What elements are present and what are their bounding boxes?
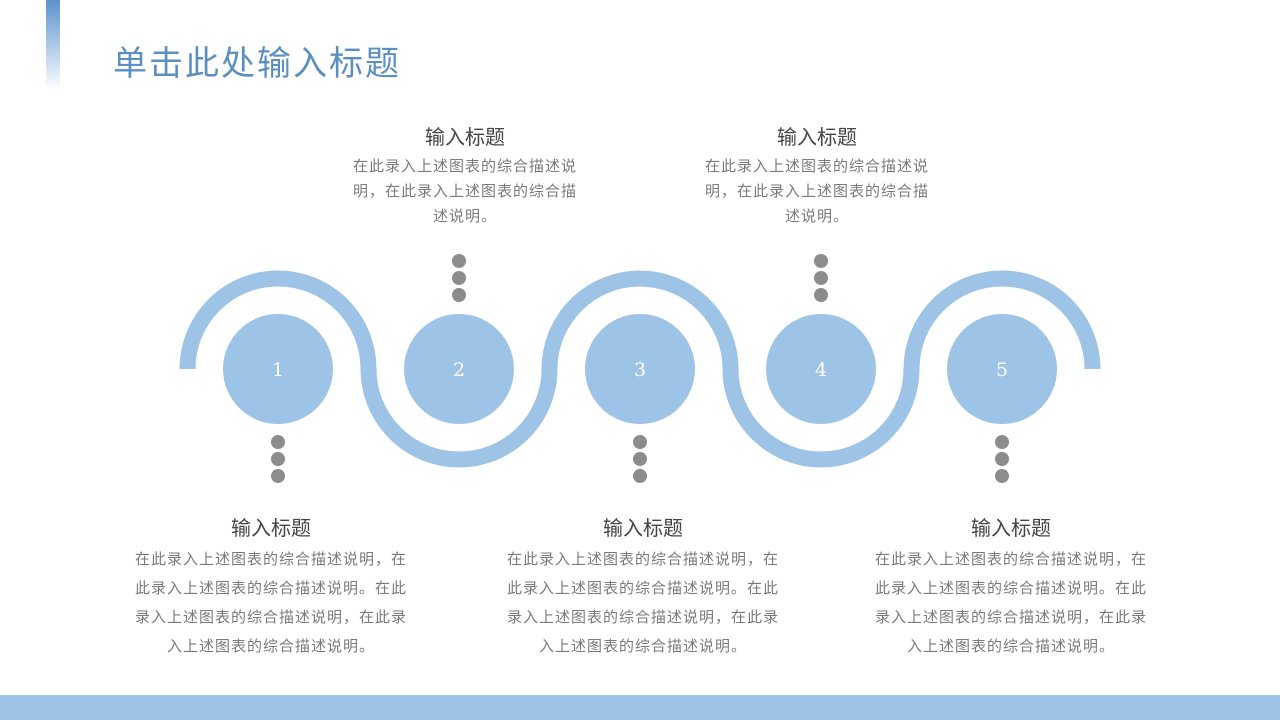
step-number: 4 <box>815 359 827 381</box>
page-title[interactable]: 单击此处输入标题 <box>113 44 401 84</box>
step-heading: 输入标题 <box>777 125 857 149</box>
connector-dot <box>995 435 1009 449</box>
connector-dot <box>814 271 828 285</box>
connector-dot <box>995 452 1009 466</box>
connector-dot <box>814 254 828 268</box>
connector-dot <box>452 288 466 302</box>
footer-bar <box>0 695 1280 720</box>
connector-dot <box>452 254 466 268</box>
step-2-text: 输入标题 在此录入上述图表的综合描述说明，在此录入上述图表的综合描述说明。 <box>352 121 578 229</box>
step-4-text: 输入标题 在此录入上述图表的综合描述说明，在此录入上述图表的综合描述说明。 <box>704 121 930 229</box>
connector-dot <box>452 271 466 285</box>
connector-dot <box>271 435 285 449</box>
step-3-text: 输入标题 在此录入上述图表的综合描述说明，在此录入上述图表的综合描述说明。在此录… <box>506 512 780 661</box>
step-heading: 输入标题 <box>603 516 683 540</box>
step-1-text: 输入标题 在此录入上述图表的综合描述说明，在此录入上述图表的综合描述说明。在此录… <box>134 512 408 661</box>
connector-dot <box>633 435 647 449</box>
step-circle-1 <box>223 314 333 424</box>
step-description: 在此录入上述图表的综合描述说明，在此录入上述图表的综合描述说明。在此录入上述图表… <box>874 550 1147 655</box>
step-description: 在此录入上述图表的综合描述说明，在此录入上述图表的综合描述说明。 <box>352 157 577 225</box>
step-circle-5 <box>947 314 1057 424</box>
accent-bar <box>46 0 60 90</box>
step-number: 3 <box>634 359 646 381</box>
step-number: 1 <box>272 359 284 381</box>
wave-line <box>179 270 1101 468</box>
connector-dot <box>633 469 647 483</box>
step-number: 2 <box>453 359 465 381</box>
connector-dot <box>814 288 828 302</box>
connector-dot <box>271 469 285 483</box>
connector-dot <box>271 452 285 466</box>
connector-dot <box>633 452 647 466</box>
step-heading: 输入标题 <box>971 516 1051 540</box>
step-circle-4 <box>766 314 876 424</box>
connector-dot <box>995 469 1009 483</box>
step-circle-3 <box>585 314 695 424</box>
step-description: 在此录入上述图表的综合描述说明，在此录入上述图表的综合描述说明。在此录入上述图表… <box>506 550 779 655</box>
step-5-text: 输入标题 在此录入上述图表的综合描述说明，在此录入上述图表的综合描述说明。在此录… <box>874 512 1148 661</box>
step-number: 5 <box>996 359 1008 381</box>
step-description: 在此录入上述图表的综合描述说明，在此录入上述图表的综合描述说明。 <box>704 157 929 225</box>
step-circle-2 <box>404 314 514 424</box>
step-description: 在此录入上述图表的综合描述说明，在此录入上述图表的综合描述说明。在此录入上述图表… <box>134 550 407 655</box>
step-heading: 输入标题 <box>231 516 311 540</box>
step-heading: 输入标题 <box>425 125 505 149</box>
